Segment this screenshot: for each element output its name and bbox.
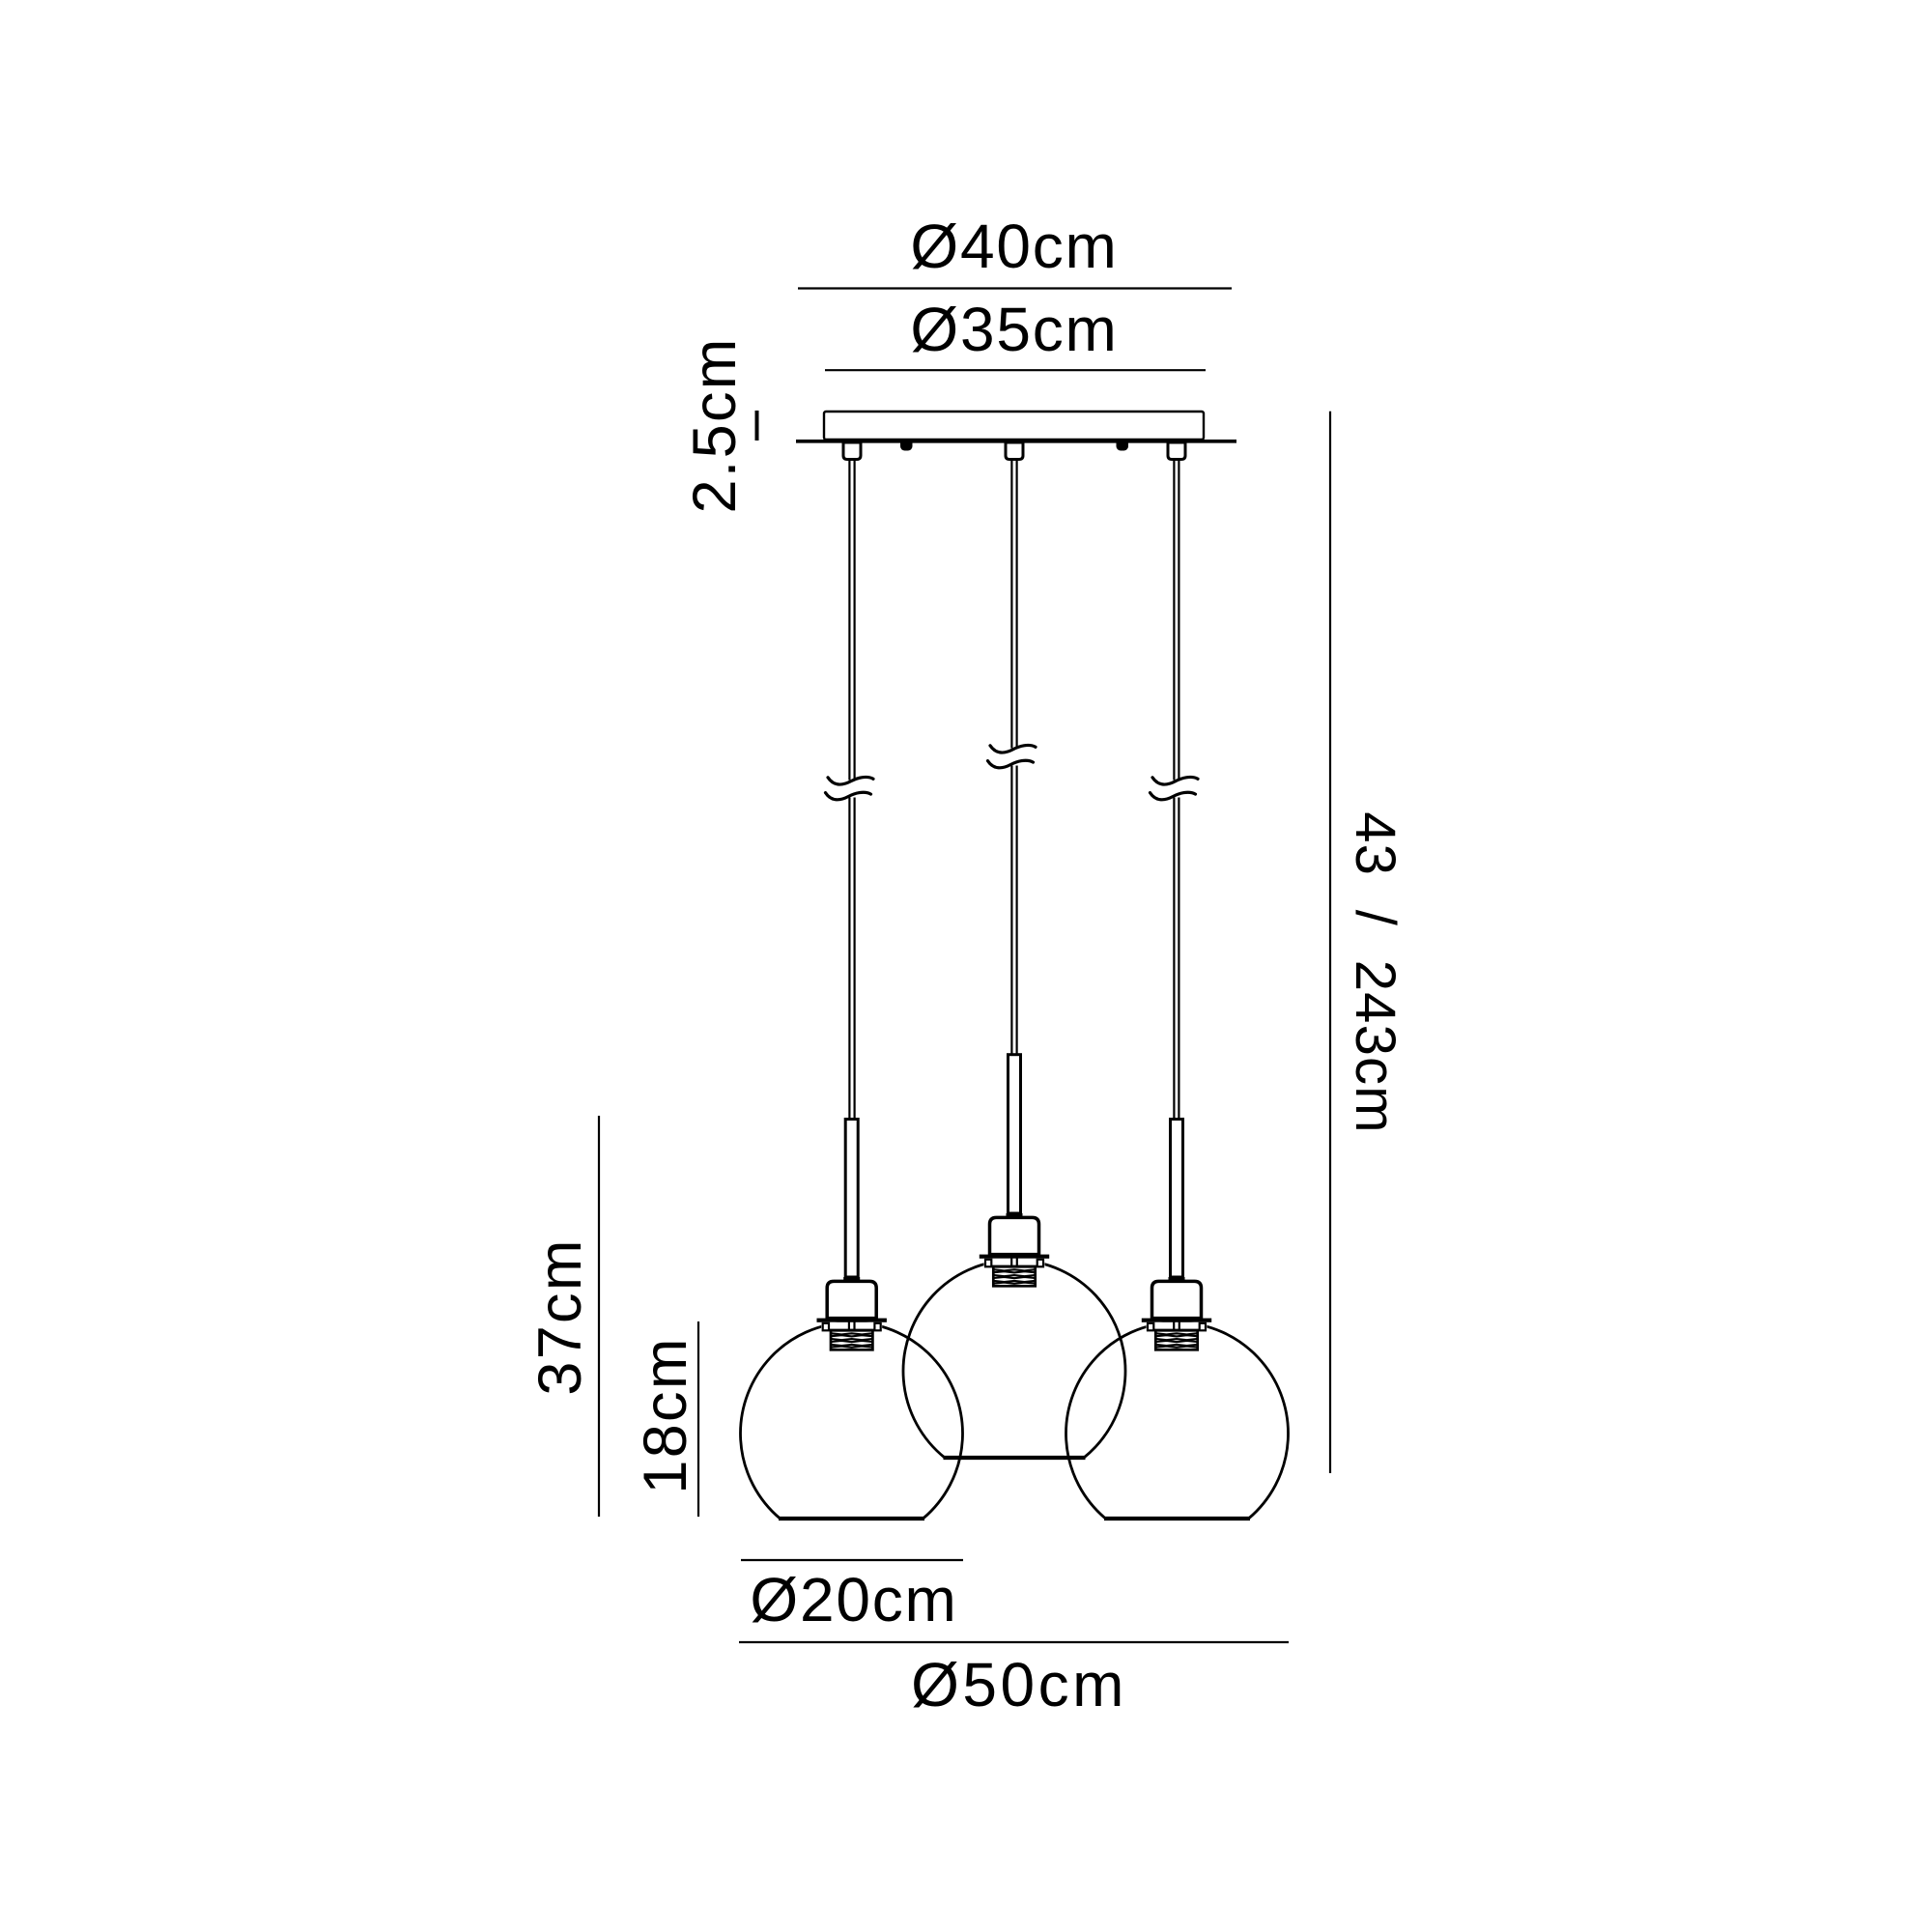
svg-text:Ø50cm: Ø50cm xyxy=(911,1650,1127,1719)
svg-text:Ø20cm: Ø20cm xyxy=(750,1565,957,1634)
svg-text:Ø35cm: Ø35cm xyxy=(910,295,1118,364)
svg-text:37cm: 37cm xyxy=(526,1237,594,1395)
svg-text:Ø40cm: Ø40cm xyxy=(910,212,1118,281)
svg-text:18cm: 18cm xyxy=(632,1336,699,1493)
svg-text:43 / 243cm: 43 / 243cm xyxy=(1344,811,1406,1134)
svg-text:2.5cm: 2.5cm xyxy=(681,336,749,513)
